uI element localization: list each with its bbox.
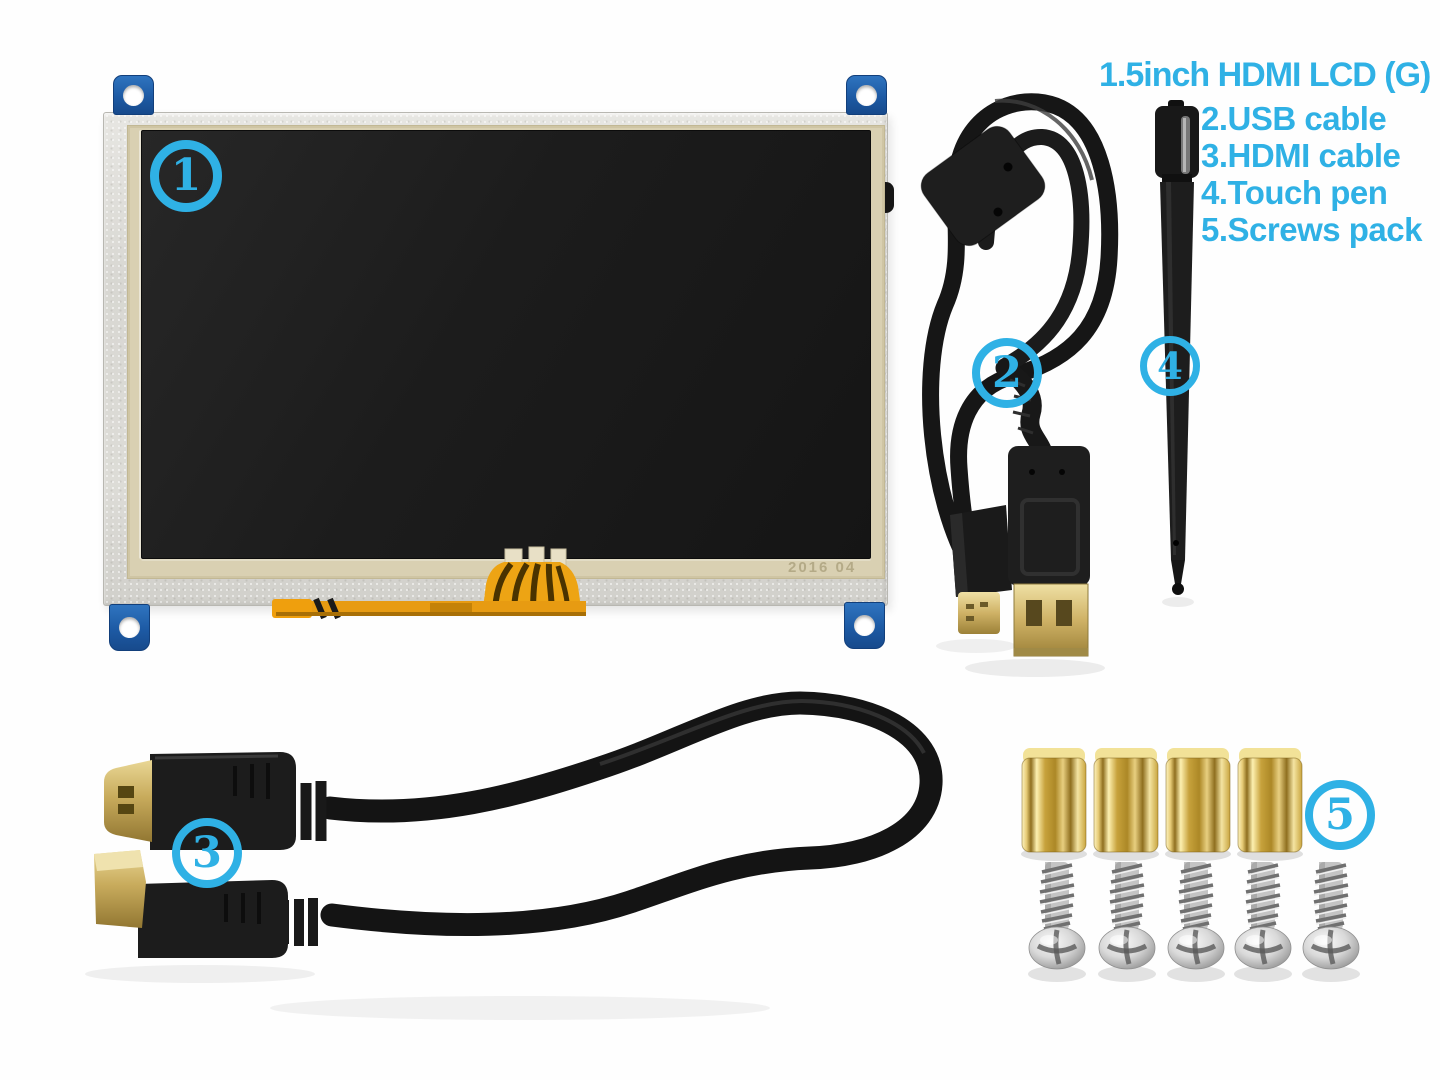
parts-list-item: 4.Touch pen — [1201, 174, 1388, 211]
badge-hdmi-cable: 3 — [172, 818, 242, 888]
brass-standoff — [1165, 747, 1231, 853]
screw — [1235, 862, 1291, 969]
badge-touch-pen: 4 — [1140, 336, 1200, 396]
badge-screws-pack: 5 — [1305, 780, 1375, 850]
parts-list: 1.5inch HDMI LCD (G) 2.USB cable 3.HDMI … — [1099, 56, 1431, 248]
ferrite-bead — [920, 125, 1046, 247]
screw — [1168, 862, 1224, 969]
lcd-screen — [141, 130, 871, 559]
micro-usb-connector — [950, 505, 1012, 634]
mount-tab — [844, 602, 885, 649]
usb-a-connector — [1008, 446, 1090, 657]
brass-standoff — [1237, 747, 1303, 853]
lcd-display-module: 2016 04 — [103, 75, 894, 651]
screw — [1099, 862, 1155, 969]
shadows — [85, 597, 1360, 1020]
brass-standoff — [1093, 747, 1159, 853]
parts-list-item: 2.USB cable — [1201, 100, 1387, 137]
screw — [1029, 862, 1085, 969]
brass-standoff — [1021, 747, 1087, 853]
mount-tab — [846, 75, 887, 115]
screw — [1303, 862, 1359, 969]
screws-pack — [1021, 747, 1359, 969]
badge-usb-cable: 2 — [972, 338, 1042, 408]
parts-list-item: 1.5inch HDMI LCD (G) — [1099, 56, 1431, 94]
mount-tab — [113, 75, 154, 115]
mount-tab — [109, 604, 150, 651]
badge-display: 1 — [150, 140, 222, 212]
parts-list-item: 3.HDMI cable — [1201, 137, 1401, 174]
date-marking: 2016 04 — [788, 559, 857, 576]
parts-list-item: 5.Screws pack — [1201, 211, 1423, 248]
